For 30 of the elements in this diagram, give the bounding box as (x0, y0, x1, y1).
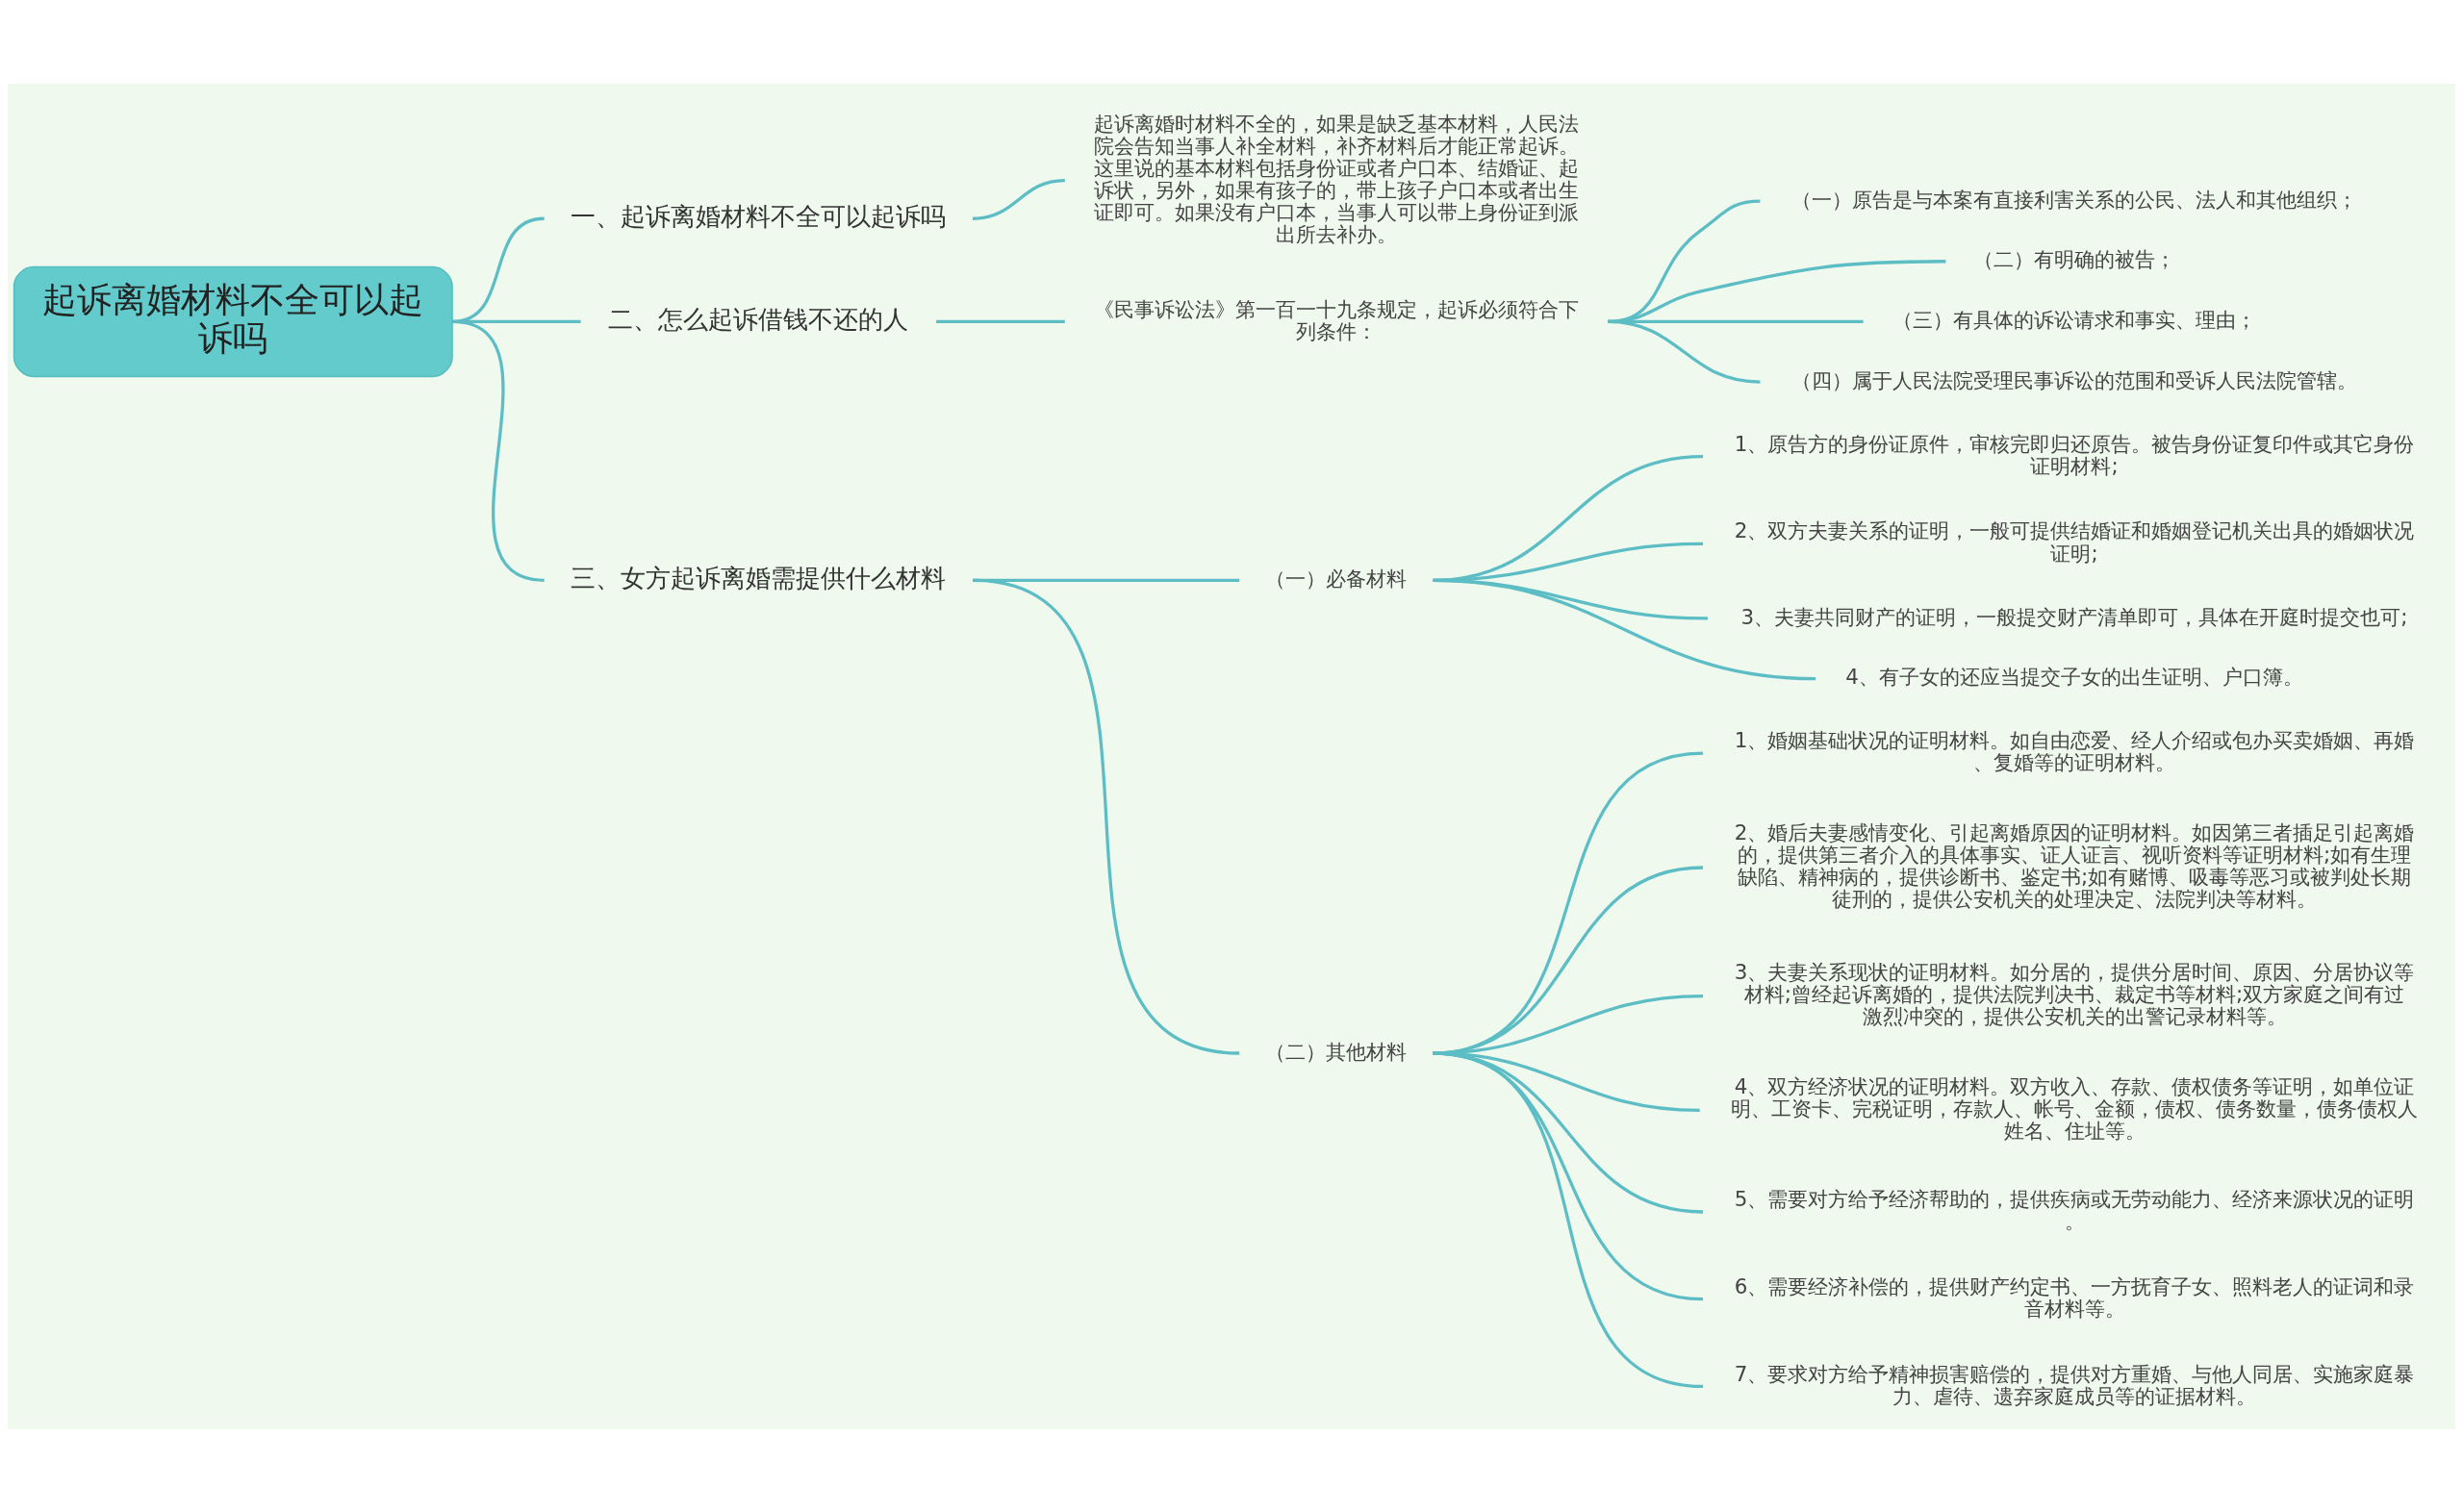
node-text: 1、原告方的身份证原件，审核完即归还原告。被告身份证复印件或其它身份证明材料; (1734, 431, 2415, 478)
node-text: （三）有具体的诉讼请求和事实、理由； (1892, 307, 2257, 332)
node-text: 《民事诉讼法》第一百一十九条规定，起诉必须符合下列条件： (1093, 296, 1579, 343)
connector (451, 319, 545, 582)
node-text: （一）必备材料 (1265, 566, 1408, 591)
connector (1607, 319, 1761, 384)
connector (1433, 578, 1816, 680)
connector (1433, 1050, 1704, 1388)
node-text: （一）原告是与本案有直接利害关系的公民、法人和其他组织； (1791, 187, 2358, 212)
node-text: 2、双方夫妻关系的证明，一般可提供结婚证和婚姻登记机关出具的婚姻状况证明; (1734, 517, 2415, 566)
node-text: （四）属于人民法院受理民事诉讼的范围和受诉人民法院管辖。 (1791, 367, 2358, 392)
node-text: （二）有明确的被告； (1973, 246, 2176, 271)
node-text: 1、婚姻基础状况的证明材料。如自由恋爱、经人介绍或包办买卖婚姻、再婚、复婚等的证明材料。 (1734, 727, 2415, 774)
node-text: 一、起诉离婚材料不全可以起诉吗 (571, 201, 947, 230)
node-text: 二、怎么起诉借钱不还的人 (608, 304, 909, 334)
node-text: 起诉离婚时材料不全的，如果是缺乏基本材料，人民法院会告知当事人补全材料，补齐材料后才能正常起诉。这里说的基本材料包括身份证或者户口本、结婚证、起诉状，另外，如果有孩子的，带上孩子户口本或者出生证即可。如果没有户口本，当事人可以带上身份证到派出所去补办。 (1093, 111, 1579, 246)
node-text: 三、女方起诉离婚需提供什么材料 (571, 563, 947, 592)
node-text: 3、夫妻共同财产的证明，一般提交财产清单即可，具体在开庭时提交也可; (1740, 604, 2408, 629)
node-text: 4、双方经济状况的证明材料。双方收入、存款、债权债务等证明，如单位证明、工资卡、完税证明，存款人、帐号、金额，债权、债务数量，债务债权人姓名、住址等。 (1731, 1073, 2419, 1143)
node-box: 起诉离婚材料不全可以起诉吗 (13, 265, 453, 377)
node-text: 2、婚后夫妻感情变化、引起离婚原因的证明材料。如因第三者插足引起离婚的，提供第三者介入的具体事实、证人证言、视听资料等证明材料;如有生理缺陷、精神病的，提供诊断书、鉴定书;如有赌博、吸毒等恶习或被判处长期徒刑的，提供公安机关的处理决定、法院判决等材料。 (1734, 819, 2415, 911)
node-text: 7、要求对方给予精神损害赔偿的，提供对方重婚、与他人同居、实施家庭暴力、虐待、遗弃家庭成员等的证据材料。 (1734, 1361, 2415, 1408)
node-text: 3、夫妻关系现状的证明材料。如分居的，提供分居时间、原因、分居协议等材料;曾经起诉离婚的，提供法院判决书、裁定书等材料;双方家庭之间有过激烈冲突的，提供公安机关的出警记录材料等。 (1734, 959, 2415, 1028)
node-text: 5、需要对方给予经济帮助的，提供疾病或无劳动能力、经济来源状况的证明。 (1734, 1186, 2415, 1233)
node-text: （二）其他材料 (1265, 1039, 1408, 1064)
connector (972, 178, 1065, 220)
node-text: 6、需要经济补偿的，提供财产约定书、一方抚育子女、照料老人的证词和录音材料等。 (1734, 1273, 2415, 1321)
node-text: 4、有子女的还应当提交子女的出生证明、户口簿。 (1845, 664, 2303, 689)
connector (972, 578, 1240, 1055)
connector (936, 319, 1065, 323)
